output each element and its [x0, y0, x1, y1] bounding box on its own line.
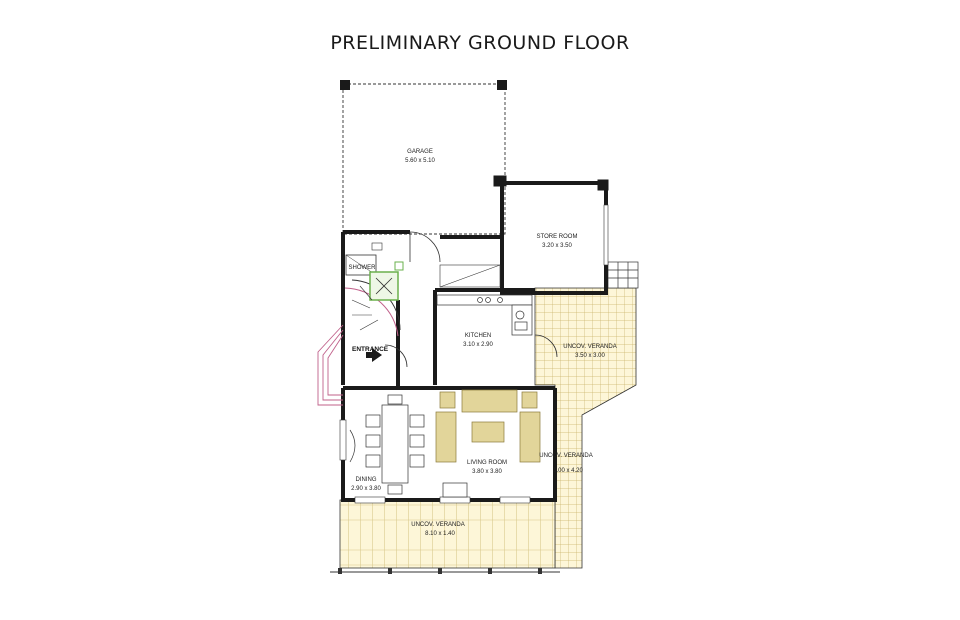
veranda-east-dims: 3.50 x 3.00 [575, 353, 605, 359]
veranda-east-label: UNCOV. VERANDA [563, 344, 616, 350]
entrance-arrow [366, 348, 382, 362]
entrance-rail [317, 324, 344, 406]
dining-set [349, 394, 425, 495]
veranda-south-label: UNCOV. VERANDA [411, 522, 464, 528]
store-stair [439, 264, 501, 288]
east-steps [607, 261, 639, 289]
living-furniture [435, 389, 541, 498]
store-room-label: STORE ROOM [537, 234, 578, 240]
store-room-dims: 3.20 x 3.50 [542, 243, 572, 249]
veranda-east-floor [534, 287, 637, 569]
kitchen-counters [436, 294, 533, 336]
pergola-posts [338, 568, 542, 574]
veranda-side-label: UNCOV. VERANDA [539, 453, 592, 459]
garage-outline [342, 83, 506, 235]
room-labels: GARAGE 5.60 x 5.10 STORE ROOM 3.20 x 3.5… [349, 149, 617, 537]
spiral-stair [344, 261, 404, 337]
dining-dims: 2.90 x 3.80 [351, 486, 381, 492]
kitchen-label: KITCHEN [465, 333, 491, 339]
dining-label: DINING [356, 477, 377, 483]
shower-area [345, 242, 383, 276]
veranda-side-dims: 1.00 x 4.20 [553, 468, 583, 474]
garage-dims: 5.60 x 5.10 [405, 158, 435, 164]
shower-label: SHOWER [349, 265, 377, 271]
entrance-label: ENTRANCE [352, 346, 389, 353]
garage-label: GARAGE [407, 149, 433, 155]
veranda-south-floor [339, 499, 556, 569]
plan-title: PRELIMINARY GROUND FLOOR [330, 32, 630, 54]
living-room-label: LIVING ROOM [467, 460, 507, 466]
veranda-south-dims: 8.10 x 1.40 [425, 531, 455, 537]
door-swings [384, 231, 558, 368]
living-room-dims: 3.80 x 3.80 [472, 469, 502, 475]
kitchen-dims: 3.10 x 2.90 [463, 342, 493, 348]
